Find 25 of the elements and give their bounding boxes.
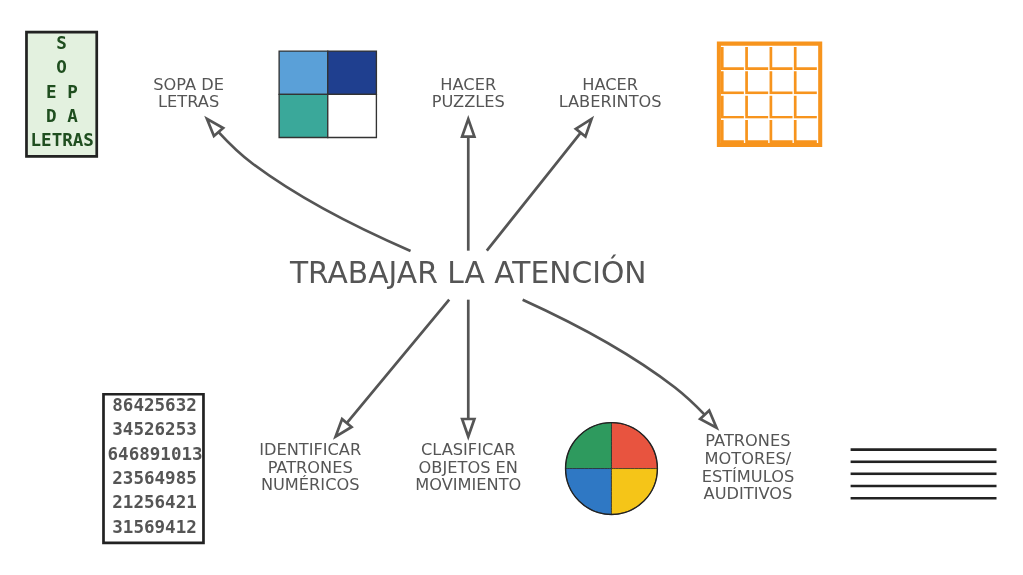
label: D A [46,105,78,126]
arrow [522,298,720,431]
node-text: HACER LABERINTOS [558,74,662,112]
label: 34526253 [112,419,197,440]
node-text: IDENTIFICAR PATRONES NUMÉRICOS [259,440,362,495]
label: 21256421 [112,492,197,513]
label: 23564985 [112,467,197,488]
node-text: CLASIFICAR OBJETOS EN MOVIMIENTO [415,440,522,495]
arrow [460,114,477,251]
label: LETRAS [30,130,94,151]
arrow [485,115,595,252]
node-picture [716,41,823,147]
label: 86425632 [112,394,197,415]
label: 31569412 [112,516,197,537]
label: O [56,57,67,78]
node-text: SOPA DE LETRAS [153,74,224,112]
arrow [204,115,412,253]
arrow [333,298,451,440]
arrow [460,299,477,441]
label: S [56,32,67,53]
node-text: TRABAJAR LA ATENCIÓN [289,254,647,290]
node-text: PATRONES MOTORES/ ESTÍMULOS AUDITIVOS [701,431,795,504]
label: E P [46,81,78,102]
label: 646891013 [107,443,203,464]
node-text: HACER PUZZLES [431,74,505,112]
